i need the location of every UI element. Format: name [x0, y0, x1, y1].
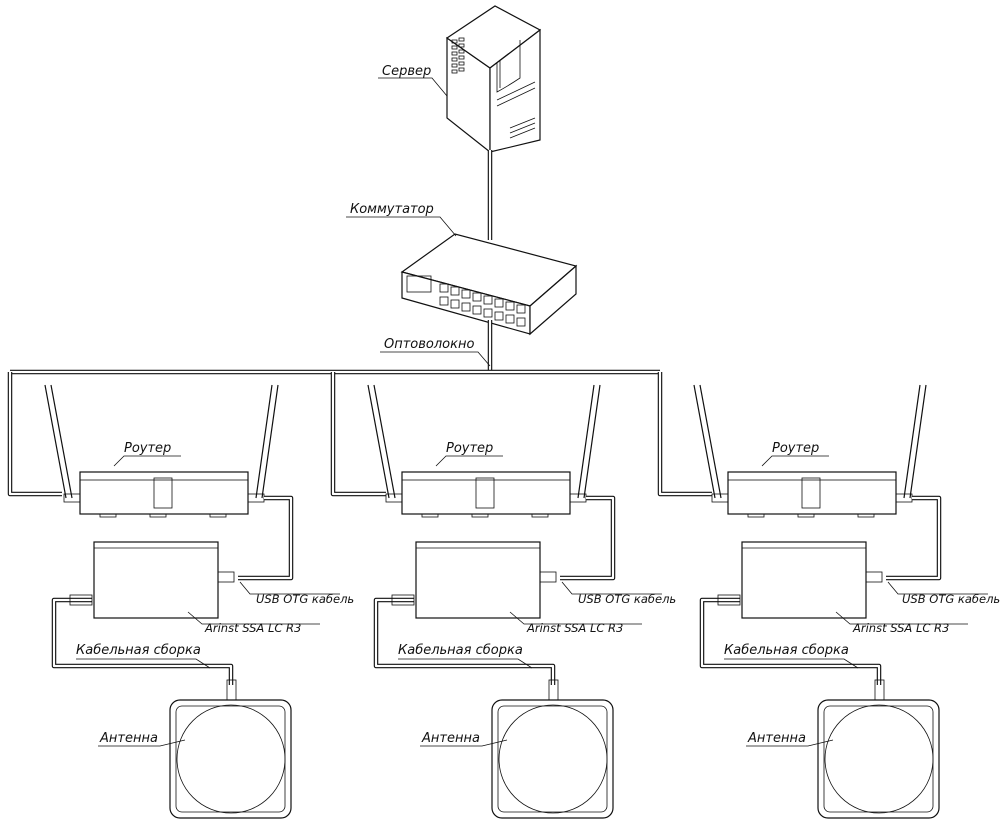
- switch-icon: [400, 233, 578, 336]
- branch-2: Роутер USB OTG кабель Arinst SSA LC R3 К…: [367, 384, 676, 819]
- fiber-label: Оптоволокно: [384, 337, 474, 352]
- fiber-bus: [7, 320, 712, 497]
- router-label: Роутер: [772, 441, 819, 456]
- router-label: Роутер: [124, 441, 171, 456]
- router-icon: [693, 384, 927, 518]
- switch-leader-line: [346, 216, 457, 237]
- server-icon: [445, 5, 542, 154]
- usb-otg-label: USB OTG кабель: [578, 592, 676, 606]
- server-label: Сервер: [382, 64, 431, 79]
- branch-3: Роутер USB OTG кабель Arinst SSA LC R3 К…: [693, 384, 1000, 819]
- switch-label: Коммутатор: [350, 202, 434, 217]
- antenna-icon: [491, 699, 614, 819]
- router-label: Роутер: [446, 441, 493, 456]
- cable-assembly-label: Кабельная сборка: [724, 643, 849, 658]
- usb-otg-label: USB OTG кабель: [902, 592, 1000, 606]
- arinst-label: Arinst SSA LC R3: [852, 621, 949, 635]
- branch-1: Роутер USB OTG кабель Arinst SSA LC R3 К…: [44, 384, 354, 819]
- fiber-leader-line: [380, 351, 491, 367]
- arinst-device-icon: [415, 541, 557, 619]
- cable-assembly-label: Кабельная сборка: [398, 643, 523, 658]
- arinst-device-icon: [93, 541, 235, 619]
- router-icon: [44, 384, 279, 518]
- arinst-label: Arinst SSA LC R3: [526, 621, 623, 635]
- arinst-label: Arinst SSA LC R3: [204, 621, 301, 635]
- cable-assembly-label: Кабельная сборка: [76, 643, 201, 658]
- antenna-label: Антенна: [421, 731, 480, 746]
- server-leader-line: [378, 77, 448, 97]
- antenna-icon: [169, 699, 292, 819]
- antenna-label: Антенна: [99, 731, 158, 746]
- arinst-device-icon: [741, 541, 883, 619]
- router-icon: [367, 384, 601, 518]
- usb-otg-label: USB OTG кабель: [256, 592, 354, 606]
- antenna-icon: [817, 699, 940, 819]
- antenna-label: Антенна: [747, 731, 806, 746]
